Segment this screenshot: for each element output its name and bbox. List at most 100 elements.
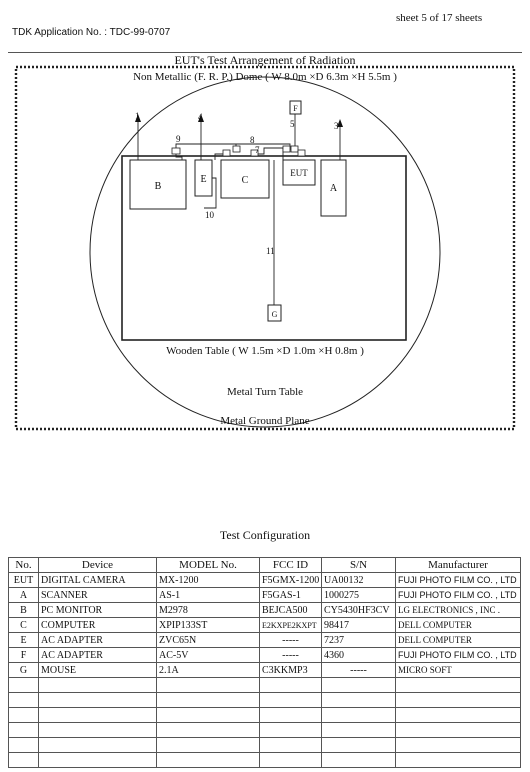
cell-sn: ----- xyxy=(321,662,396,678)
cell-no: A xyxy=(8,587,39,603)
cell-device: AC ADAPTER xyxy=(38,647,157,663)
table-row-empty xyxy=(8,707,521,723)
cell-manufacturer: FUJI PHOTO FILM CO. , LTD xyxy=(395,587,521,603)
cable-5-label: 5 xyxy=(290,119,295,129)
cell-device: PC MONITOR xyxy=(38,602,157,618)
device-f-box xyxy=(289,100,302,115)
device-eut-box xyxy=(282,159,316,186)
connector-squares xyxy=(171,145,306,157)
cell-fcc-id: ----- xyxy=(259,647,322,663)
table-row: G MOUSE 2.1A C3KKMP3 ----- MICRO SOFT xyxy=(8,662,521,678)
cell-model: ZVC65N xyxy=(156,632,260,648)
table-row-empty xyxy=(8,737,521,753)
cell-no: F xyxy=(8,647,39,663)
table-row: EUT DIGITAL CAMERA MX-1200 F5GMX-1200 UA… xyxy=(8,572,521,588)
cell-manufacturer: MICRO SOFT xyxy=(395,662,521,678)
application-number: TDK Application No. : TDC-99-0707 xyxy=(12,27,171,38)
col-header-fcc-id: FCC ID xyxy=(259,557,322,573)
cell-no: E xyxy=(8,632,39,648)
col-header-model: MODEL No. xyxy=(156,557,260,573)
turn-table-circle xyxy=(89,76,441,428)
table-row: E AC ADAPTER ZVC65N ----- 7237 DELL COMP… xyxy=(8,632,521,648)
cable-3-label: 3 xyxy=(334,121,339,131)
sheet-number: sheet 5 of 17 sheets xyxy=(396,12,483,24)
cell-model: 2.1A xyxy=(156,662,260,678)
cell-model: AC-5V xyxy=(156,647,260,663)
cable-arrows xyxy=(135,114,343,127)
test-configuration-table: No. Device MODEL No. FCC ID S/N Manufact… xyxy=(8,557,521,768)
cell-model: M2978 xyxy=(156,602,260,618)
cell-sn: 1000275 xyxy=(321,587,396,603)
cell-no: G xyxy=(8,662,39,678)
cable-number-labels: 1 4 3 5 9 8 7 10 11 xyxy=(135,111,339,256)
cell-no: EUT xyxy=(8,572,39,588)
cable-1-label: 1 xyxy=(135,111,140,121)
cell-model: AS-1 xyxy=(156,587,260,603)
cell-no: C xyxy=(8,617,39,633)
table-row-empty xyxy=(8,677,521,693)
cell-manufacturer: FUJI PHOTO FILM CO. , LTD xyxy=(395,572,521,588)
cell-device: DIGITAL CAMERA xyxy=(38,572,157,588)
cell-fcc-id: C3KKMP3 xyxy=(259,662,322,678)
cell-sn: 4360 xyxy=(321,647,396,663)
cell-fcc-id: BEJCA500 xyxy=(259,602,322,618)
device-e-label: E xyxy=(200,174,206,185)
device-b-label: B xyxy=(155,181,162,192)
cell-sn: CY5430HF3CV xyxy=(321,602,396,618)
cable-8-label: 8 xyxy=(250,135,255,145)
cell-no: B xyxy=(8,602,39,618)
table-row-empty xyxy=(8,722,521,738)
diagram-title: EUT's Test Arrangement of Radiation xyxy=(174,53,356,67)
table-row: B PC MONITOR M2978 BEJCA500 CY5430HF3CV … xyxy=(8,602,521,618)
header-rule xyxy=(8,52,522,53)
col-header-device: Device xyxy=(38,557,157,573)
cell-fcc-id: F5GMX-1200 xyxy=(259,572,322,588)
cell-fcc-id: ----- xyxy=(259,632,322,648)
ground-plane-boundary xyxy=(14,65,516,431)
device-g-label: G xyxy=(272,310,278,319)
cell-model: XPIP133ST xyxy=(156,617,260,633)
test-arrangement-diagram: Non Metallic (F. R. P.) Dome ( W 8.0m ×D… xyxy=(14,65,516,431)
table-row: F AC ADAPTER AC-5V ----- 4360 FUJI PHOTO… xyxy=(8,647,521,663)
cell-manufacturer: DELL COMPUTER xyxy=(395,617,521,633)
table-row-empty xyxy=(8,752,521,768)
col-header-sn: S/N xyxy=(321,557,396,573)
device-c-box xyxy=(220,159,270,199)
col-header-manufacturer: Manufacturer xyxy=(395,557,521,573)
test-configuration-title: Test Configuration xyxy=(219,528,311,542)
cable-9-label: 9 xyxy=(176,134,181,144)
table-row: A SCANNER AS-1 F5GAS-1 1000275 FUJI PHOT… xyxy=(8,587,521,603)
cell-fcc-id: F5GAS-1 xyxy=(259,587,322,603)
cable-4-label: 4 xyxy=(198,112,203,122)
wooden-table xyxy=(121,155,407,341)
device-a-label: A xyxy=(330,183,338,194)
cell-sn: UA00132 xyxy=(321,572,396,588)
table-row: C COMPUTER XPIP133ST E2KXPE2KXPT 98417 D… xyxy=(8,617,521,633)
cable-11-label: 11 xyxy=(266,246,275,256)
cell-sn: 98417 xyxy=(321,617,396,633)
turn-table-label: Metal Turn Table xyxy=(227,386,303,398)
cell-model: MX-1200 xyxy=(156,572,260,588)
cell-device: AC ADAPTER xyxy=(38,632,157,648)
table-header-row: No. Device MODEL No. FCC ID S/N Manufact… xyxy=(8,557,521,573)
cell-manufacturer: FUJI PHOTO FILM CO. , LTD xyxy=(395,647,521,663)
cable-7-label: 7 xyxy=(255,145,260,155)
device-c-label: C xyxy=(242,175,249,186)
cell-device: COMPUTER xyxy=(38,617,157,633)
cable-10-label: 10 xyxy=(205,210,215,220)
device-b-box xyxy=(129,159,187,210)
device-eut-label: EUT xyxy=(290,168,308,178)
cell-fcc-id: E2KXPE2KXPT xyxy=(259,617,322,633)
table-row-empty xyxy=(8,692,521,708)
cell-device: MOUSE xyxy=(38,662,157,678)
cell-sn: 7237 xyxy=(321,632,396,648)
cell-device: SCANNER xyxy=(38,587,157,603)
cell-manufacturer: DELL COMPUTER xyxy=(395,632,521,648)
ground-plane-label: Metal Ground Plane xyxy=(220,415,309,427)
wooden-table-label: Wooden Table ( W 1.5m ×D 1.0m ×H 0.8m ) xyxy=(166,345,364,357)
cell-manufacturer: LG ELECTRONICS , INC . xyxy=(395,602,521,618)
device-f-label: F xyxy=(293,104,298,113)
device-g-box xyxy=(267,304,282,322)
col-header-no: No. xyxy=(8,557,39,573)
device-a-box xyxy=(320,159,347,217)
